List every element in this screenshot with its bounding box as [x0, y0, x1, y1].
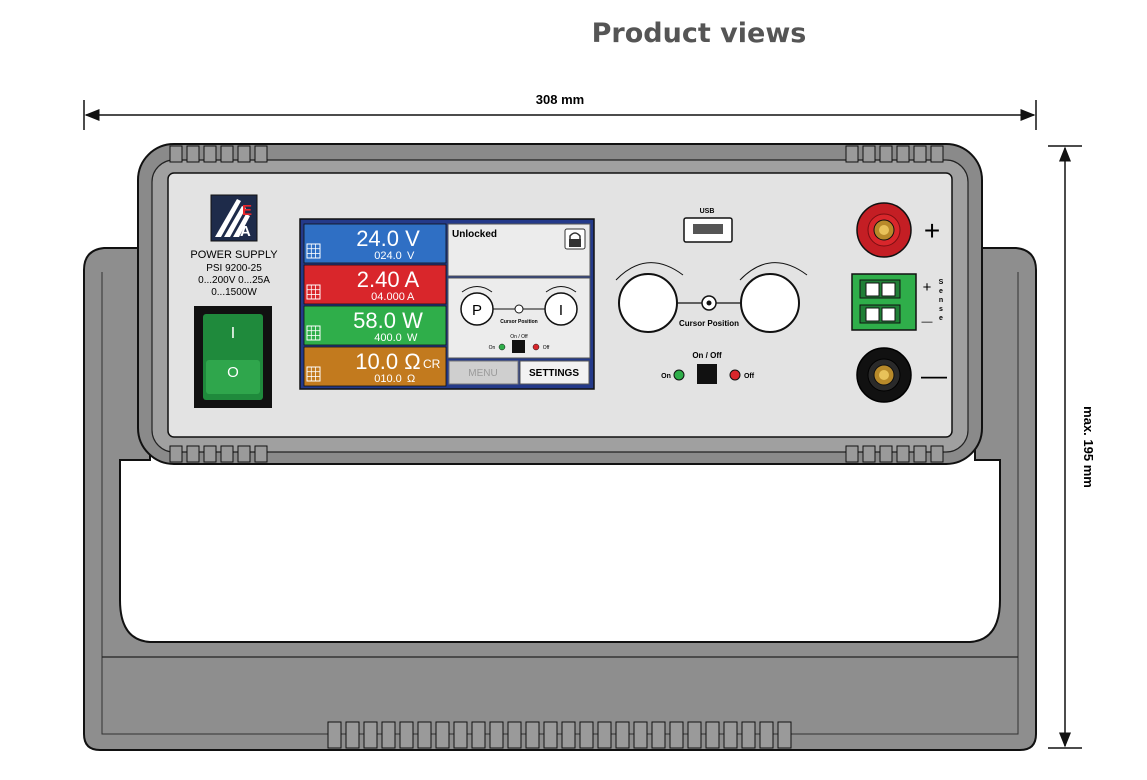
settings-button[interactable]: [519, 360, 590, 385]
power-switch[interactable]: I O: [194, 306, 272, 408]
positive-terminal[interactable]: [856, 202, 912, 258]
display-onoff-button[interactable]: [512, 340, 525, 353]
sense-letter: s: [939, 306, 943, 313]
svg-text:USB: USB: [700, 208, 715, 215]
set-unit: A: [407, 291, 415, 303]
sense-minus-mark: —: [922, 316, 933, 328]
measured-value: 58.0 W: [353, 308, 423, 333]
set-unit: V: [407, 250, 415, 262]
grid-icon: [306, 366, 321, 382]
measured-value: 24.0 V: [356, 226, 420, 251]
svg-text:I: I: [559, 302, 563, 319]
menu-button[interactable]: [448, 360, 519, 385]
svg-text:P: P: [472, 302, 482, 319]
set-unit: Ω: [407, 373, 415, 385]
sense-letter: e: [939, 315, 943, 322]
width-dimension: 308 mm: [83, 92, 1037, 130]
carry-handle: [83, 247, 1037, 751]
set-unit: W: [407, 332, 418, 344]
onoff-button[interactable]: [697, 364, 717, 384]
width-label: 308 mm: [536, 92, 584, 107]
set-value: 400.0: [374, 332, 402, 344]
mode-suffix: CR: [423, 357, 441, 371]
height-label: max. 195 mm: [1081, 406, 1096, 488]
onoff-label: On / Off: [692, 351, 722, 360]
svg-text:On: On: [489, 345, 496, 351]
model-label: POWER SUPPLY PSI 9200-25 0...200V 0...25…: [190, 249, 278, 298]
svg-text:A: A: [240, 223, 251, 240]
measured-value: 10.0 Ω: [355, 349, 420, 374]
svg-text:0...1500W: 0...1500W: [211, 287, 257, 298]
measured-value: 2.40 A: [357, 267, 420, 292]
svg-text:Cursor Position: Cursor Position: [500, 319, 538, 325]
grid-icon: [306, 325, 321, 341]
sense-letter: n: [939, 297, 943, 304]
switch-off-mark: O: [227, 364, 239, 381]
negative-mark: —: [921, 360, 947, 390]
page-title: Product views: [591, 18, 807, 49]
sense-plus-mark: +: [923, 279, 932, 296]
sense-connector[interactable]: [851, 273, 917, 331]
sense-letter: S: [939, 279, 944, 286]
svg-text:PSI 9200-25: PSI 9200-25: [206, 263, 262, 274]
svg-text:0...200V 0...25A: 0...200V 0...25A: [198, 275, 270, 286]
off-led: [729, 369, 741, 381]
rotary-knob-right[interactable]: [739, 262, 808, 333]
lock-icon[interactable]: [564, 228, 586, 250]
grid-icon: [306, 284, 321, 300]
usb-port[interactable]: USB: [683, 208, 733, 243]
sense-letter: e: [939, 288, 943, 295]
svg-text:On / Off: On / Off: [510, 334, 528, 340]
svg-text:POWER SUPPLY: POWER SUPPLY: [190, 249, 278, 261]
grid-icon: [306, 243, 321, 259]
on-led: [673, 369, 685, 381]
off-label: Off: [744, 373, 755, 380]
svg-text:Off: Off: [543, 345, 550, 351]
set-value: 024.0: [374, 250, 402, 262]
positive-mark: +: [924, 215, 940, 246]
switch-on-mark: I: [231, 325, 235, 342]
svg-text:MENU: MENU: [468, 368, 497, 379]
on-label: On: [661, 373, 671, 380]
brand-logo: E A: [210, 194, 258, 242]
svg-text:E: E: [242, 202, 252, 219]
set-value: 04.000: [371, 291, 405, 303]
status-text: Unlocked: [452, 229, 497, 240]
set-value: 010.0: [374, 373, 402, 385]
negative-terminal[interactable]: [856, 347, 912, 403]
svg-text:SETTINGS: SETTINGS: [529, 368, 579, 379]
knob-caption: Cursor Position: [679, 319, 739, 328]
height-dimension: max. 195 mm: [1048, 145, 1096, 749]
